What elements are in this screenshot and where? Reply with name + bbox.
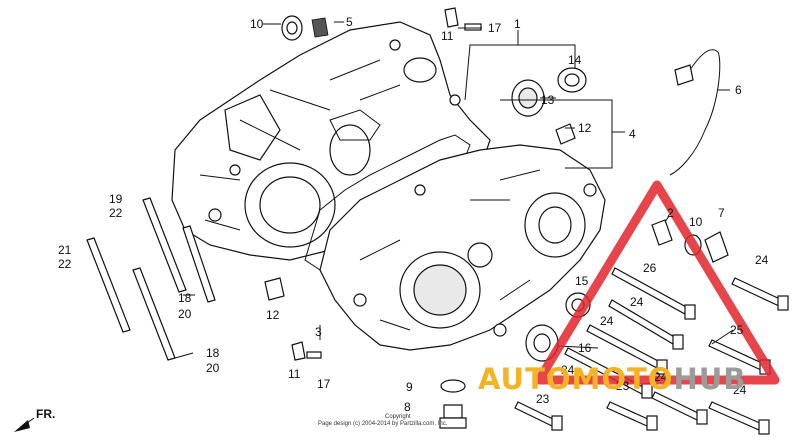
- bolt-23-b: [606, 401, 658, 431]
- stud-19-22: [142, 197, 187, 293]
- dowel-12-left: [264, 277, 285, 301]
- oil-seal-10: [281, 15, 303, 41]
- callout-15: 15: [575, 274, 589, 288]
- callout-5: 5: [346, 15, 353, 29]
- bolt-24-a: [731, 277, 789, 311]
- callout-18: 18: [178, 291, 192, 305]
- stud-18-20-lower: [132, 267, 176, 361]
- callout-18-b: 18: [206, 346, 220, 360]
- dowel-12-top: [555, 123, 576, 145]
- copyright-notice: Copyright Page design (c) 2004-2014 by P…: [318, 414, 448, 427]
- bolt-17-top: [464, 23, 482, 31]
- callout-12-left: 12: [266, 308, 280, 322]
- clip-11-top: [444, 7, 459, 28]
- callout-17: 17: [488, 21, 502, 35]
- callout-24-b: 24: [630, 295, 644, 309]
- seal-16: [525, 324, 559, 362]
- callout-21: 21: [58, 243, 72, 257]
- callout-20: 20: [178, 307, 192, 321]
- bolt-26: [611, 267, 696, 320]
- breather-tube-6: [669, 49, 721, 176]
- bolt-24-c: [586, 324, 668, 375]
- callout-10-right: 10: [689, 215, 703, 229]
- callout-22-b: 22: [58, 257, 72, 271]
- callout-8: 8: [404, 400, 411, 414]
- bearing-13: [511, 79, 545, 117]
- breather-5: [311, 17, 329, 38]
- callout-10: 10: [250, 17, 264, 31]
- callout-25: 25: [730, 323, 744, 337]
- bolt-24-e: [651, 391, 708, 425]
- callout-16: 16: [578, 341, 592, 355]
- callout-26: 26: [643, 261, 657, 275]
- clamp-7: [704, 231, 729, 263]
- front-direction-arrow: FR.: [14, 407, 55, 432]
- right-crankcase: [319, 144, 606, 351]
- watermark-wordmark: AUTOMOTOHUB: [478, 362, 746, 396]
- callout-24-e: 24: [654, 370, 668, 384]
- stud-18-20-upper: [182, 225, 216, 303]
- dowel-2: [651, 219, 673, 246]
- clip-11-lower: [291, 341, 306, 361]
- callout-11: 11: [441, 29, 454, 43]
- bolt-24-b: [608, 299, 684, 350]
- direction-label: FR.: [36, 407, 55, 421]
- copyright-line-1: Copyright: [385, 414, 411, 420]
- callout-9: 9: [406, 380, 413, 394]
- callout-24-d: 24: [561, 363, 575, 377]
- watermark-part-2: HUB: [673, 362, 747, 396]
- callout-20-b: 20: [206, 361, 220, 375]
- bearing-14: [557, 67, 587, 93]
- leader-lines: [167, 21, 734, 361]
- callout-23-b: 23: [616, 379, 630, 393]
- bolt-23-a: [514, 401, 563, 431]
- callout-labels: 10 5 11 17 1 14 13 6 12 4 19 22 21 22 18…: [58, 15, 769, 414]
- callout-24-c: 24: [600, 314, 614, 328]
- callout-24-f: 24: [733, 383, 747, 397]
- callout-14: 14: [568, 53, 582, 67]
- drain-bolt-8: [439, 404, 467, 429]
- callout-2: 2: [667, 206, 674, 220]
- callout-24-a: 24: [755, 253, 769, 267]
- callout-19: 19: [109, 192, 123, 206]
- callout-4: 4: [629, 127, 636, 141]
- stud-21-22: [86, 237, 131, 333]
- callout-7: 7: [718, 206, 725, 220]
- callout-12: 12: [578, 121, 592, 135]
- washer-9: [440, 379, 466, 393]
- callout-6: 6: [735, 83, 742, 97]
- callout-11-b: 11: [288, 367, 301, 381]
- callout-1: 1: [514, 17, 521, 31]
- callout-13: 13: [541, 93, 555, 107]
- callout-23-a: 23: [536, 392, 550, 406]
- copyright-line-2: Page design (c) 2004-2014 by Partzilla.c…: [318, 421, 448, 427]
- bolt-24-f: [708, 401, 770, 435]
- watermark-part-1: AUTOMOTO: [478, 362, 674, 396]
- callout-17-b: 17: [317, 377, 331, 391]
- watermark-triangle: [534, 180, 780, 385]
- callout-3: 3: [315, 325, 322, 339]
- callout-22: 22: [109, 206, 123, 220]
- bolt-17-lower: [306, 351, 322, 359]
